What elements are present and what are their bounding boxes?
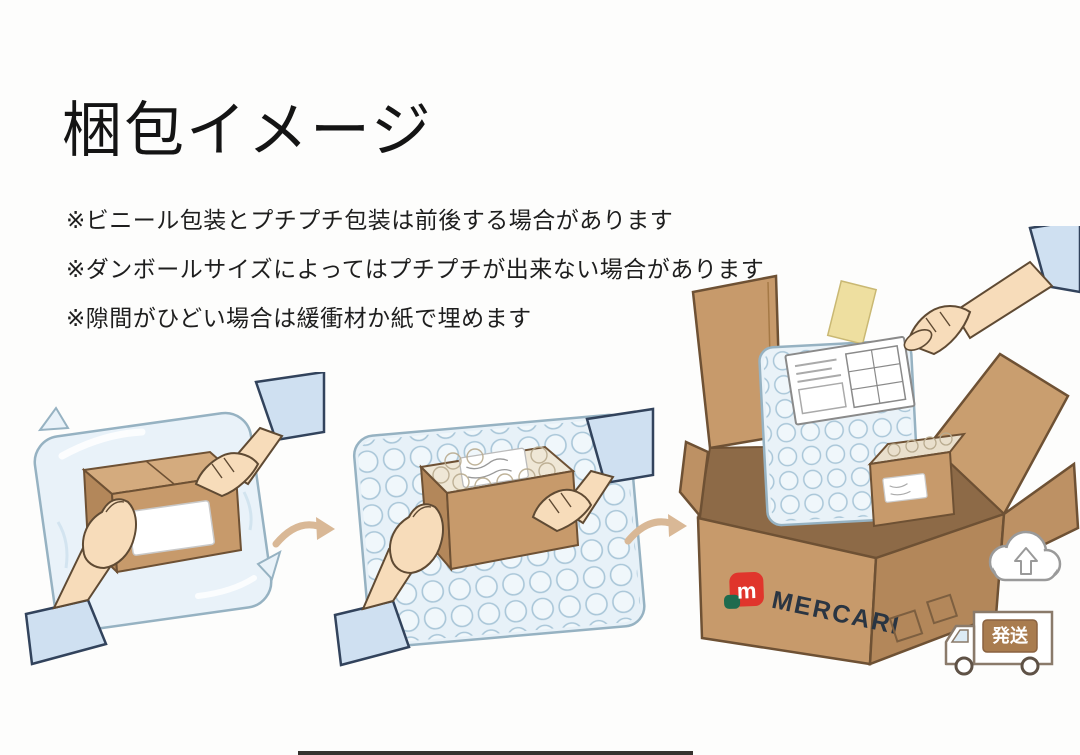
right-hand (903, 226, 1080, 356)
vinyl-wrap-step-illustration (24, 372, 326, 666)
notes-list: ※ビニール包装とプチプチ包装は前後する場合があります ※ダンボールサイズによって… (66, 196, 764, 343)
arrow-right-icon (624, 514, 687, 545)
note-line: ※隙間がひどい場合は緩衝材か紙で埋めます (66, 305, 532, 331)
shipping-badge (982, 619, 1038, 653)
vinyl-shine (56, 428, 257, 599)
shipping-badge-label: 発送 (991, 625, 1029, 646)
note-line: ※ダンボールサイズによってはプチプチが出来ない場合があります (66, 256, 765, 282)
left-hand (24, 498, 137, 666)
arrow-right-icon (272, 517, 335, 548)
box-packing-step-illustration: m MERCARI 発送 (678, 226, 1080, 676)
page-title: 梱包イメージ (62, 97, 433, 164)
left-hand (333, 503, 444, 667)
cloud-upload-icon (988, 530, 1062, 582)
yellow-slip (826, 280, 878, 345)
note-line: ※ビニール包装とプチプチ包装は前後する場合があります (66, 207, 674, 233)
wrapped-item (867, 432, 967, 528)
delivery-truck-icon: 発送 (944, 610, 1054, 676)
mercari-mark-letter: m (736, 578, 756, 604)
bubble-wrap-step-illustration (333, 407, 655, 667)
right-hand (531, 407, 655, 533)
bottom-crop-strip (298, 751, 693, 755)
right-hand (194, 372, 326, 498)
invoice-sheet (784, 336, 916, 426)
upload-arrow-icon (1014, 547, 1038, 575)
carton-rear-flaps (691, 274, 1070, 517)
carton-side-markings (888, 593, 959, 643)
